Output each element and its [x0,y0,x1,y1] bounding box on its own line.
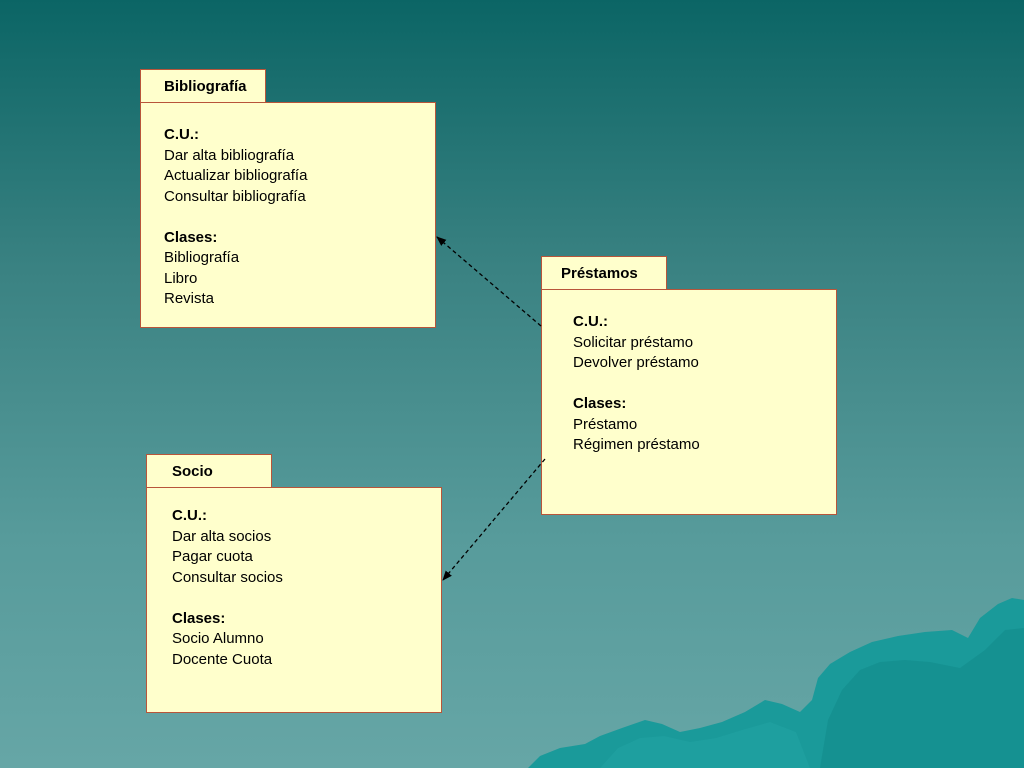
use-case-item: Consultar socios [172,568,283,586]
class-item: Socio [172,630,210,647]
class-item: Revista [164,290,215,307]
use-case-item: Solicitar préstamo [573,333,694,351]
class-row: Docente Cuota [172,650,441,671]
use-cases-heading: C.U.: [164,126,199,143]
use-cases-heading: C.U.: [573,313,608,330]
class-item: Régimen préstamo [573,436,700,453]
class-row: Socio Alumno [172,629,441,650]
package-title: Préstamos [561,265,638,282]
class-item: Docente [172,650,228,668]
package-body: C.U.: Solicitar préstamo Devolver présta… [541,289,837,515]
use-case-item: Dar alta bibliografía [164,146,295,164]
use-case-item: Dar alta socios [172,527,272,545]
package-body: C.U.: Dar alta socios Pagar cuota Consul… [146,487,442,713]
class-item: Cuota [232,650,273,668]
class-item: Alumno [212,630,264,647]
classes-heading: Clases: [172,609,226,627]
mountain-foothill-shading [600,722,810,768]
use-case-item: Consultar bibliografía [164,187,306,205]
classes-heading: Clases: [164,228,218,246]
use-case-item: Devolver préstamo [573,354,699,371]
class-item: Préstamo [573,415,638,433]
use-case-item: Pagar cuota [172,548,253,565]
mountain-ridge-shading [820,628,1024,768]
package-tab: Bibliografía [140,69,266,103]
package-tab: Préstamos [541,256,667,290]
class-item: Bibliografía [164,249,240,266]
use-case-item: Actualizar bibliografía [164,167,308,184]
class-item: Libro [164,269,198,287]
use-cases-heading: C.U.: [172,507,207,524]
classes-heading: Clases: [573,395,627,412]
package-title: Socio [172,463,213,480]
package-title: Bibliografía [164,78,247,95]
package-body: C.U.: Dar alta bibliografía Actualizar b… [140,102,436,328]
package-tab: Socio [146,454,272,488]
